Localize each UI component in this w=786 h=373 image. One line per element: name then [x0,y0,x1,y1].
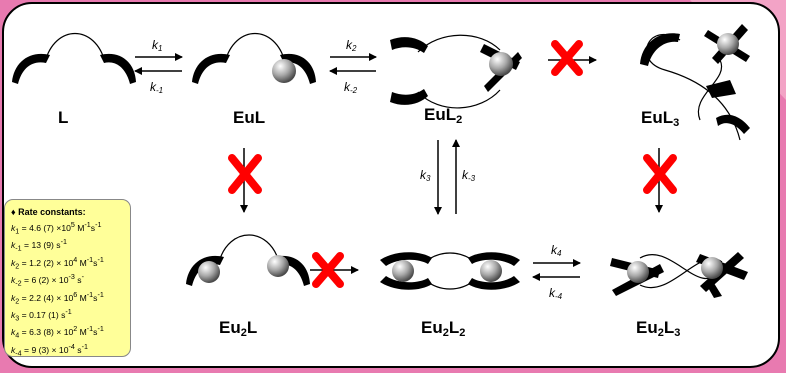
red-cross-icon [551,40,583,76]
rate-constants-title: ♦ Rate constants: [11,207,86,217]
complex-EuL [192,33,316,84]
rate-constant-line: k3 = 0.17 (1) s-1 [11,307,72,323]
label-EuL2: EuL2 [424,105,463,126]
europium-ion [627,261,649,283]
rate-constant-line: k2 = 1.2 (2) × 104 M-1s-1 [11,255,104,271]
rate-label-k1: k1 [152,38,163,53]
label-Eu2L: Eu2L [219,318,258,339]
red-cross-icon [312,252,344,288]
complex-Eu2L3 [610,252,748,298]
rate-label-k3: k3 [420,168,431,183]
complex-EuL3 [640,24,750,141]
rate-constants-box: ♦ Rate constants: k1 = 4.6 (7) ×105 M-1s… [4,199,131,357]
rate-constants-list: k1 = 4.6 (7) ×105 M-1s-1 k-1 = 13 (9) s-1… [11,220,124,359]
red-cross-icon [643,154,677,194]
rate-constant-line: k2 = 2.2 (4) × 106 M-1s-1 [11,290,104,306]
rate-constant-line: k-1 = 13 (9) s-1 [11,238,67,253]
complex-EuL2 [390,34,522,109]
europium-ion [701,257,723,279]
label-EuL3: EuL3 [641,108,680,129]
rate-label-k2: k2 [346,38,357,53]
red-cross-icon [228,154,262,194]
europium-ion [198,261,220,283]
rate-constant-line: k1 = 4.6 (7) ×105 M-1s-1 [11,221,102,236]
rate-label-k-2: k-2 [344,80,358,95]
rate-label-k-3: k-3 [462,168,476,183]
rate-constant-line: k-4 = 9 (3) × 10-4 s-1 [11,342,88,358]
europium-ion [480,260,502,282]
rate-label-k4: k4 [551,243,562,258]
rate-constant-line: k-2 = 6 (2) × 10-3 s- [11,273,84,288]
rate-label-k-1: k-1 [150,80,164,95]
label-L: L [58,108,69,127]
europium-ion [717,33,739,55]
rate-constant-line: k4 = 6.3 (8) × 102 M-1s-1 [11,325,104,340]
label-EuL: EuL [233,108,266,127]
complex-Eu2L [186,234,310,286]
europium-ion [392,260,414,282]
rate-label-k-4: k-4 [549,286,563,301]
europium-ion [272,59,296,83]
europium-ion [267,255,289,277]
label-Eu2L2: Eu2L2 [421,318,466,339]
label-Eu2L3: Eu2L3 [636,318,681,339]
ligand-L [12,33,136,84]
europium-ion [489,52,513,76]
complex-Eu2L2 [380,252,520,290]
